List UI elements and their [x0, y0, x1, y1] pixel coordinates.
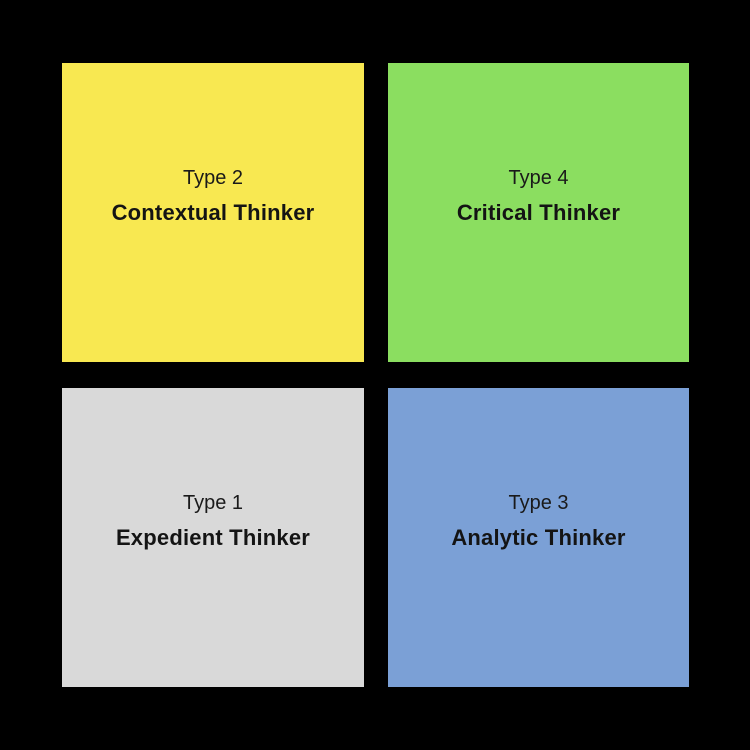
- quadrant-top-left: Type 2 Contextual Thinker: [62, 63, 364, 362]
- quadrant-text-group: Type 1 Expedient Thinker: [116, 493, 310, 549]
- quadrant-matrix: Type 2 Contextual Thinker Type 4 Critica…: [62, 63, 689, 687]
- quadrant-bottom-right: Type 3 Analytic Thinker: [388, 388, 689, 687]
- quadrant-title: Expedient Thinker: [115, 524, 311, 550]
- quadrant-text-group: Type 2 Contextual Thinker: [112, 168, 315, 224]
- quadrant-type-label: Type 2: [182, 166, 244, 189]
- quadrant-title: Critical Thinker: [456, 199, 621, 225]
- quadrant-type-label: Type 3: [508, 491, 569, 514]
- quadrant-top-right: Type 4 Critical Thinker: [388, 63, 689, 362]
- quadrant-type-label: Type 4: [508, 166, 569, 189]
- quadrant-bottom-left: Type 1 Expedient Thinker: [62, 388, 364, 687]
- quadrant-type-label: Type 1: [182, 491, 244, 514]
- quadrant-text-group: Type 4 Critical Thinker: [457, 168, 620, 224]
- quadrant-title: Contextual Thinker: [111, 199, 315, 225]
- quadrant-title: Analytic Thinker: [451, 524, 626, 550]
- quadrant-text-group: Type 3 Analytic Thinker: [451, 493, 625, 549]
